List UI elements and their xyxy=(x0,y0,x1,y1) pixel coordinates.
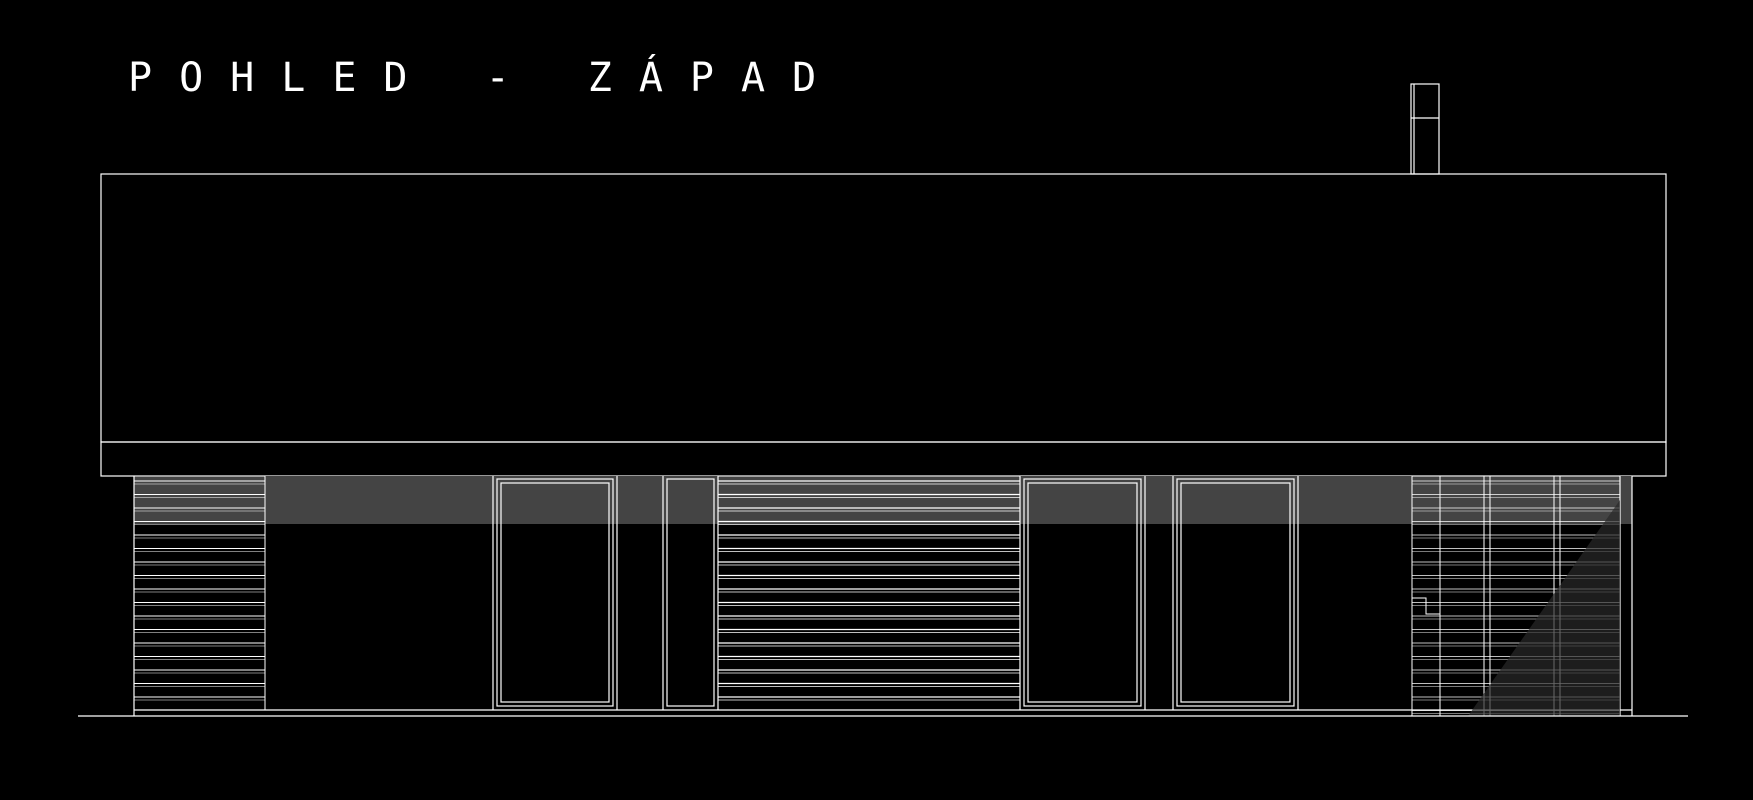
screen-shadow xyxy=(1468,500,1620,716)
left-cladding xyxy=(133,475,266,711)
soffit-band xyxy=(134,476,1632,524)
window-2 xyxy=(1019,476,1146,710)
roof xyxy=(100,173,1667,477)
chimney xyxy=(1410,83,1440,175)
drawing-title: POHLED - ZÁPAD xyxy=(128,55,844,101)
central-cladding xyxy=(717,475,1021,711)
window-3 xyxy=(1172,476,1299,710)
window-1 xyxy=(492,476,618,710)
